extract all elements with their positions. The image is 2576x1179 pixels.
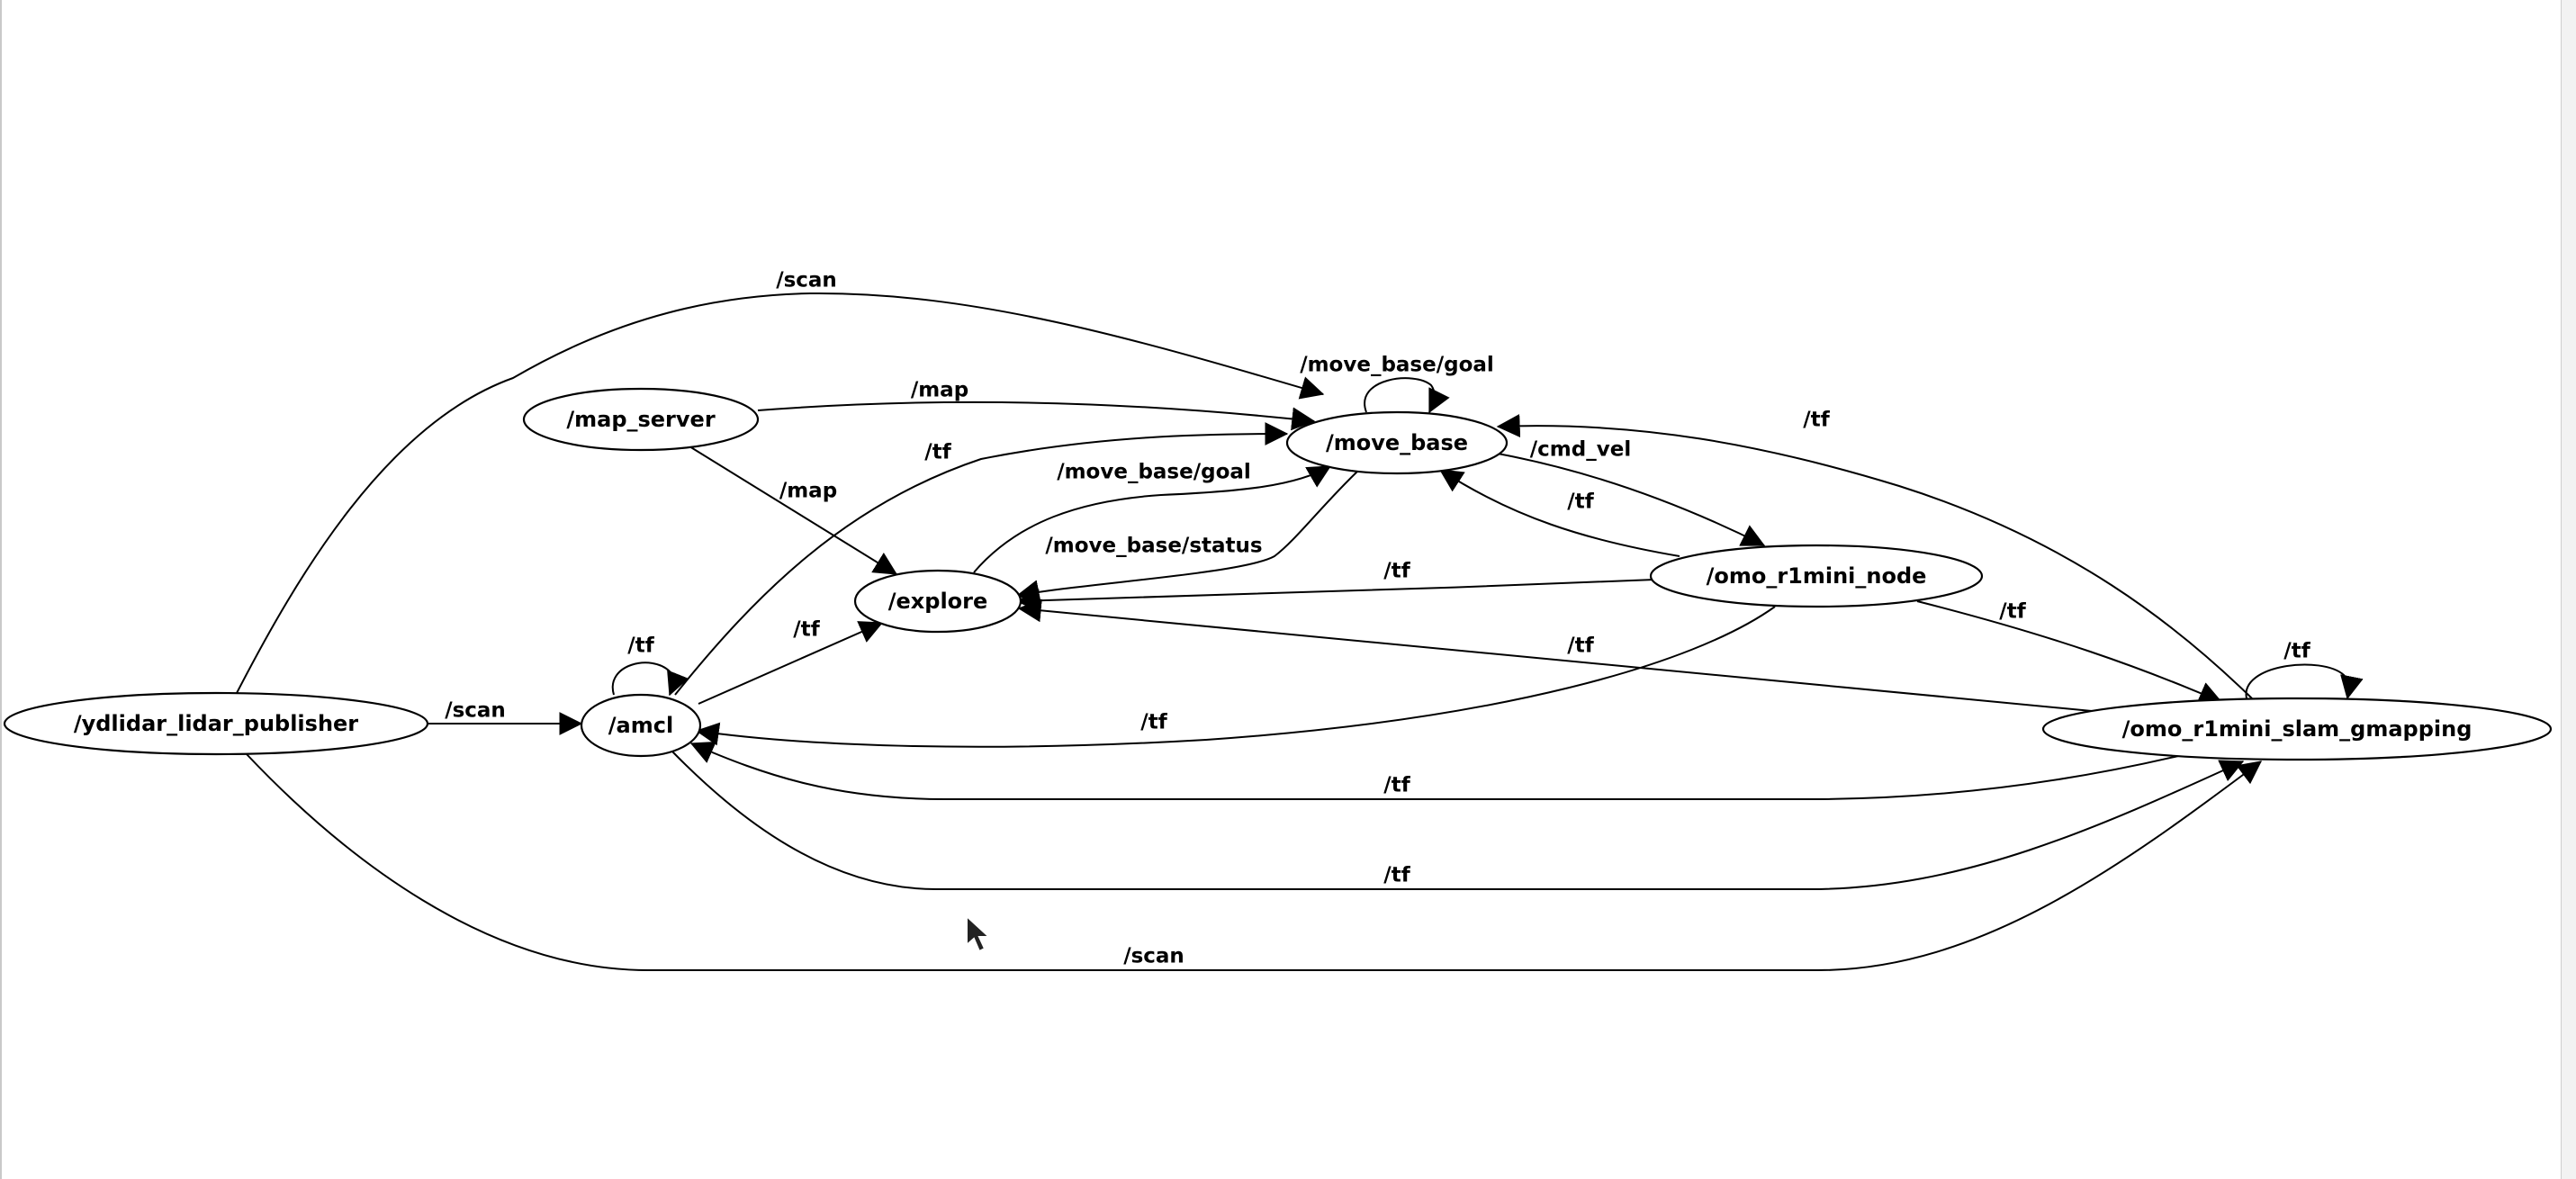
node-explore[interactable]: /explore [853,569,1022,634]
edge-label: /tf [627,634,654,658]
edge-omo-node-to-amcl-tf[interactable]: /tf [695,606,1776,748]
edge-label: /tf [2283,640,2310,663]
edge-ydlidar-to-gmapping-scan[interactable]: /scan [246,753,2263,971]
edge-move-base-to-omo-node-cmd-vel[interactable]: /cmd_vel [1497,438,1766,546]
edge-ydlidar-to-amcl-scan[interactable]: /scan [428,699,583,735]
edge-label: /move_base/status [1045,535,1262,558]
edge-amcl-to-explore-tf[interactable]: /tf [698,618,884,705]
edge-label: /tf [1567,634,1594,658]
window-left-border [0,0,2,1179]
edge-move-base-self-goal[interactable]: /move_base/goal [1300,354,1494,414]
edge-label: /map [911,379,968,402]
edge-omo-node-to-move-base-tf[interactable]: /tf [1438,469,1680,557]
edge-gmapping-to-amcl-tf[interactable]: /tf [689,742,2179,800]
edge-label: /cmd_vel [1530,438,1631,462]
edge-label: /tf [1803,409,1830,432]
mouse-cursor-icon [966,914,992,953]
edge-label: /tf [1567,490,1594,514]
edge-map-server-to-move-base-map[interactable]: /map [757,379,1316,431]
edge-amcl-to-gmapping-tf[interactable]: /tf [671,750,2245,890]
node-move-base[interactable]: /move_base [1285,410,1509,475]
node-label: /move_base [1326,430,1468,455]
edge-label: /tf [924,441,951,464]
edge-amcl-self-tf[interactable]: /tf [611,634,689,697]
edge-label: /tf [1383,774,1410,797]
edge-gmapping-self-tf[interactable]: /tf [2245,640,2364,700]
edge-label: /scan [1123,945,1184,968]
node-label: /explore [888,589,988,614]
node-omo-r1mini-slam-gmapping[interactable]: /omo_r1mini_slam_gmapping [2041,697,2553,761]
node-label: /map_server [566,407,715,432]
node-label: /amcl [608,713,673,738]
node-label: /omo_r1mini_node [1707,563,1927,589]
node-label: /ydlidar_lidar_publisher [74,711,358,736]
edge-explore-to-move-base-goal[interactable]: /move_base/goal [973,461,1332,573]
node-amcl[interactable]: /amcl [580,693,702,758]
edge-label: /map [779,480,837,503]
edge-omo-node-to-gmapping-tf[interactable]: /tf [1916,600,2223,705]
edge-gmapping-to-explore-tf[interactable]: /tf [1017,598,2093,712]
edge-map-server-to-explore-map[interactable]: /map [689,446,898,575]
edge-amcl-to-move-base-tf[interactable]: /tf [674,422,1289,696]
node-ydlidar-lidar-publisher[interactable]: /ydlidar_lidar_publisher [3,691,429,756]
edge-omo-node-to-explore-tf[interactable]: /tf [1015,560,1655,613]
node-map-server[interactable]: /map_server [522,387,760,452]
edge-label: /scan [445,699,506,723]
edge-ydlidar-to-move-base-scan[interactable]: /scan [235,269,1325,696]
window-right-scrollbar[interactable] [2561,0,2576,1179]
edge-label: /tf [793,618,820,642]
edge-label: /tf [1140,711,1167,734]
node-label: /omo_r1mini_slam_gmapping [2122,716,2472,742]
edge-gmapping-to-move-base-tf[interactable]: /tf [1496,409,2253,699]
edge-label: /tf [1383,864,1410,887]
edge-label: /move_base/goal [1300,354,1494,377]
edge-label: /tf [1999,600,2026,624]
edge-move-base-to-explore-status[interactable]: /move_base/status [1015,469,1360,603]
edge-label: /tf [1383,560,1410,583]
edge-label: /scan [776,269,837,292]
edge-label: /move_base/goal [1057,461,1251,484]
node-omo-r1mini-node[interactable]: /omo_r1mini_node [1649,544,1984,608]
